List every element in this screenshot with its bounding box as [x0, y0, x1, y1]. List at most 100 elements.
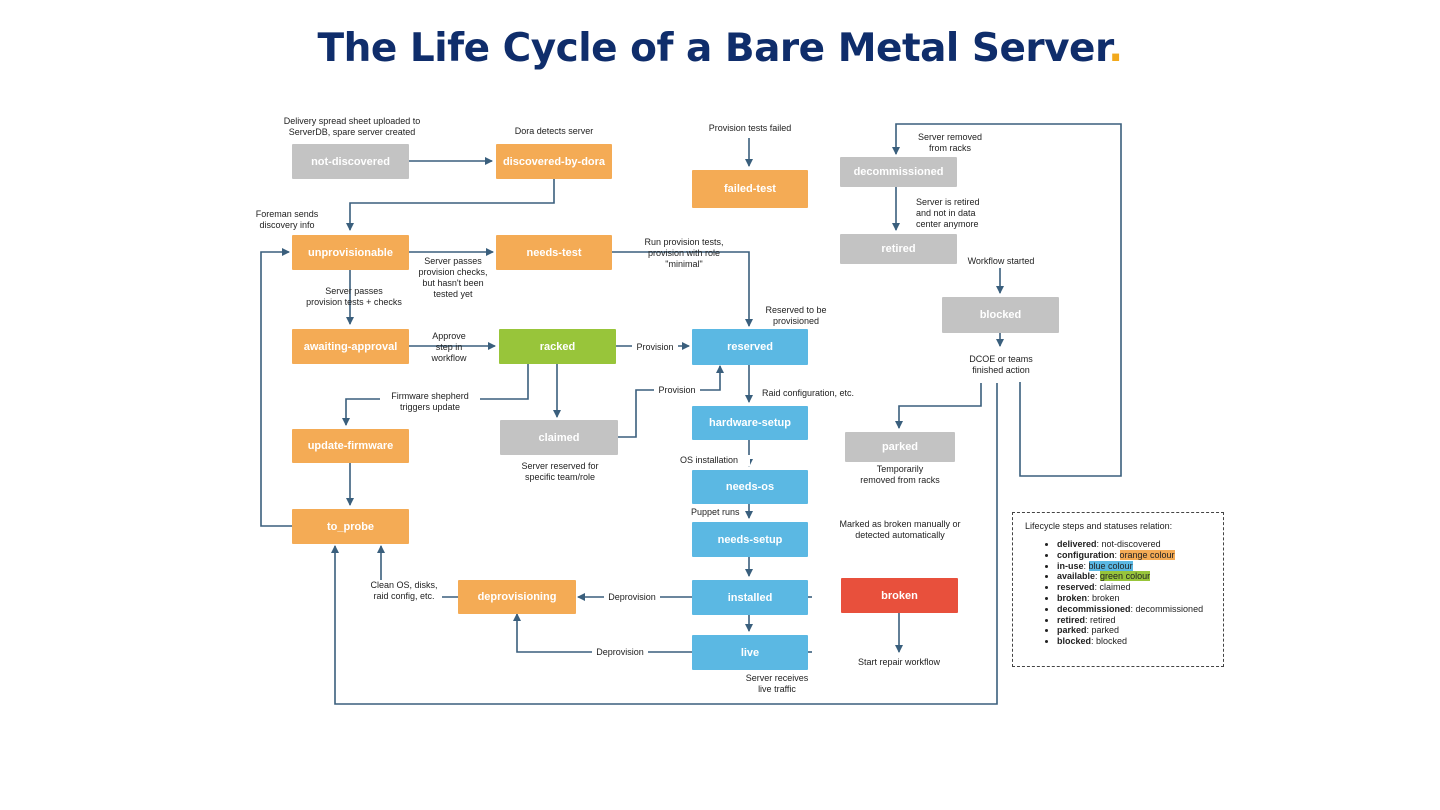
legend-item-sep: :	[1096, 539, 1102, 549]
legend-item: available: green colour	[1057, 571, 1203, 582]
label-provision-failed: Provision tests failed	[708, 123, 792, 133]
title-text: The Life Cycle of a Bare Metal Server	[317, 26, 1109, 71]
label-workflow-started: Workflow started	[967, 256, 1035, 266]
label-raid: Raid configuration, etc.	[762, 388, 855, 398]
arrow-dora-unprovisionable	[346, 179, 555, 231]
arrow-dcoe-parked	[895, 383, 982, 429]
legend-item-sep: :	[1087, 592, 1093, 603]
node-awaiting-approval: awaiting-approval	[292, 329, 409, 364]
node-installed: installed	[692, 580, 808, 615]
legend-item-sep: :	[1086, 625, 1092, 636]
legend-item: reserved: claimed	[1057, 582, 1203, 593]
label-provision-2: Provision	[654, 385, 700, 396]
legend-item-value: claimed	[1099, 582, 1131, 593]
node-live: live	[692, 635, 808, 670]
node-needs-test: needs-test	[496, 235, 612, 270]
legend-item-sep: :	[1094, 582, 1100, 593]
label-puppet: Puppet runs	[691, 507, 745, 518]
legend-item-key: retired	[1057, 614, 1086, 625]
label-reserved-for: Server reserved for specific team/role	[521, 461, 599, 482]
page-title: The Life Cycle of a Bare Metal Server.	[0, 26, 1440, 71]
arrow-loop-decommissioned	[892, 123, 1122, 477]
legend-item-value: broken	[1092, 592, 1120, 603]
label-temporarily: Temporarily removed from racks	[860, 464, 940, 485]
node-reserved: reserved	[692, 329, 808, 365]
node-retired: retired	[840, 234, 957, 264]
legend-item: in-use: blue colour	[1057, 560, 1203, 572]
label-passes-tests: Server passes provision tests + checks	[306, 286, 402, 307]
node-not-discovered: not-discovered	[292, 144, 409, 179]
label-deprovision-1: Deprovision	[604, 592, 660, 603]
legend-item-value: blocked	[1096, 636, 1128, 647]
legend-item-key: in-use	[1057, 560, 1084, 571]
node-deprovisioning: deprovisioning	[458, 580, 576, 614]
legend-item-value: green colour	[1100, 571, 1151, 582]
label-dcoe: DCOE or teams finished action	[969, 354, 1033, 375]
legend-item-value: not-discovered	[1101, 539, 1161, 549]
node-hardware-setup: hardware-setup	[692, 406, 808, 440]
legend-item: blocked: blocked	[1057, 636, 1203, 647]
legend-item-key: configuration	[1057, 549, 1115, 560]
arrow-claimed-reserved	[618, 365, 724, 438]
node-decommissioned: decommissioned	[840, 157, 957, 187]
label-foreman: Foreman sends discovery info	[255, 209, 319, 230]
legend-list: delivered: not-discovered configuration:…	[1043, 539, 1203, 647]
title-dot: .	[1108, 26, 1123, 71]
legend-item-value: blue colour	[1088, 560, 1133, 571]
label-deprovision-2: Deprovision	[592, 647, 648, 658]
arrow-needstest-reserved	[612, 251, 753, 327]
label-approve: Approve step in workflow	[431, 331, 467, 363]
node-needs-setup: needs-setup	[692, 522, 808, 557]
node-failed-test: failed-test	[692, 170, 808, 208]
legend-item-key: available	[1057, 571, 1096, 582]
label-repair: Start repair workflow	[857, 657, 941, 667]
label-firmware: Firmware shepherd triggers update	[380, 391, 480, 413]
legend-item-sep: :	[1130, 603, 1136, 614]
node-update-firmware: update-firmware	[292, 429, 409, 463]
label-delivery: Delivery spread sheet uploaded to Server…	[283, 116, 421, 137]
node-blocked: blocked	[942, 297, 1059, 333]
label-run-tests: Run provision tests, provision with role…	[644, 237, 724, 269]
legend-item-value: retired	[1090, 614, 1116, 625]
label-live-traffic: Server receives live traffic	[745, 673, 809, 694]
legend-item-key: reserved	[1057, 582, 1095, 593]
label-server-removed: Server removed from racks	[917, 132, 983, 153]
legend-item-key: blocked	[1057, 636, 1092, 647]
label-clean-os: Clean OS, disks, raid config, etc.	[366, 580, 442, 602]
legend-item-sep: :	[1085, 614, 1091, 625]
label-provision-1: Provision	[632, 342, 678, 353]
legend-item-value: decommissioned	[1135, 603, 1204, 614]
legend-title: Lifecycle steps and statuses relation:	[1025, 521, 1173, 531]
node-racked: racked	[499, 329, 616, 364]
legend-item-key: delivered	[1057, 539, 1097, 549]
node-broken: broken	[841, 578, 958, 613]
node-needs-os: needs-os	[692, 470, 808, 504]
arrow-dcoe-toprobe	[331, 383, 998, 705]
node-unprovisionable: unprovisionable	[292, 235, 409, 270]
arrow-toprobe-unprovisionable	[260, 248, 292, 527]
legend-box: Lifecycle steps and statuses relation: d…	[1012, 512, 1224, 667]
legend-item-key: broken	[1057, 592, 1088, 603]
label-marked-broken: Marked as broken manually or detected au…	[839, 519, 961, 540]
legend-item: parked: parked	[1057, 625, 1203, 636]
legend-item-sep: :	[1095, 571, 1101, 582]
node-claimed: claimed	[500, 420, 618, 455]
legend-item: broken: broken	[1057, 593, 1203, 604]
node-parked: parked	[845, 432, 955, 462]
legend-item: retired: retired	[1057, 615, 1203, 626]
legend-item: configuration: orange colour	[1057, 549, 1203, 561]
legend-item-value: parked	[1091, 625, 1120, 636]
label-os-install: OS installation	[680, 455, 750, 466]
legend-item-key: parked	[1057, 625, 1087, 636]
legend-item-sep: :	[1114, 549, 1120, 560]
legend-item: delivered: not-discovered	[1057, 539, 1203, 550]
legend-item: decommissioned: decommissioned	[1057, 604, 1203, 615]
legend-item-key: decommissioned	[1057, 603, 1131, 614]
legend-item-sep: :	[1091, 636, 1097, 647]
label-dora-detects: Dora detects server	[514, 126, 594, 136]
label-retired-note: Server is retired and not in data center…	[916, 197, 980, 229]
label-reserved-to-be: Reserved to be provisioned	[765, 305, 827, 326]
legend-item-value: orange colour	[1119, 549, 1175, 560]
node-to-probe: to_probe	[292, 509, 409, 544]
